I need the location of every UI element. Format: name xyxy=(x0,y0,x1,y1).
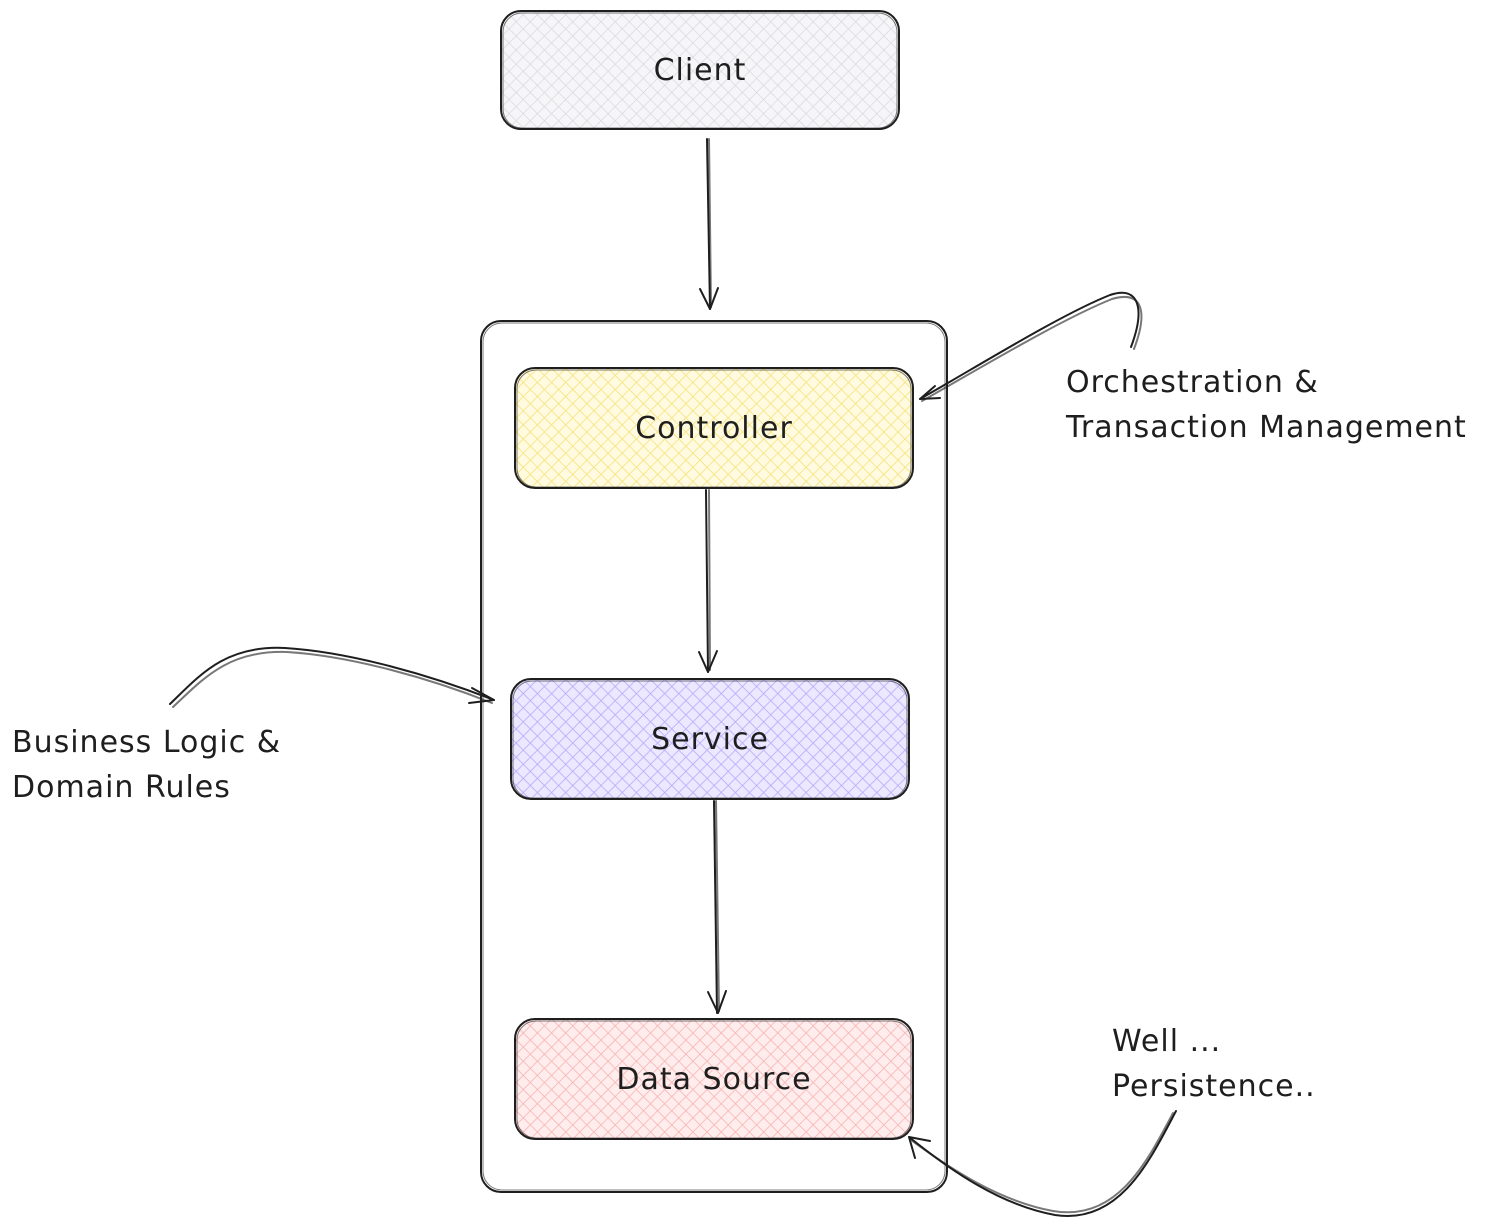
persistence-note: Well ... Persistence.. xyxy=(1112,1019,1316,1109)
controller-node xyxy=(514,367,914,489)
business-note: Business Logic & Domain Rules xyxy=(12,720,281,810)
business-note-line-2: Domain Rules xyxy=(12,770,231,805)
arrow-client-to-controller xyxy=(699,138,719,310)
arrow-persistence-note xyxy=(908,1110,1177,1218)
business-note-line-1: Business Logic & xyxy=(12,725,282,760)
orchestration-note-line-2: Transaction Management xyxy=(1066,410,1467,445)
persistence-note-line-2: Persistence.. xyxy=(1112,1069,1316,1104)
service-node xyxy=(510,678,910,800)
orchestration-note-line-1: Orchestration & xyxy=(1066,365,1319,400)
arrow-orchestration-note xyxy=(919,292,1143,402)
arrow-controller-to-service xyxy=(698,489,718,673)
arrow-business-note xyxy=(169,646,495,708)
orchestration-note: Orchestration & Transaction Management xyxy=(1066,360,1467,450)
arrow-service-to-data-source xyxy=(707,800,727,1014)
client-node xyxy=(500,10,900,130)
application-container xyxy=(480,320,948,1193)
persistence-note-line-1: Well ... xyxy=(1112,1024,1222,1059)
data-source-node xyxy=(514,1018,914,1140)
